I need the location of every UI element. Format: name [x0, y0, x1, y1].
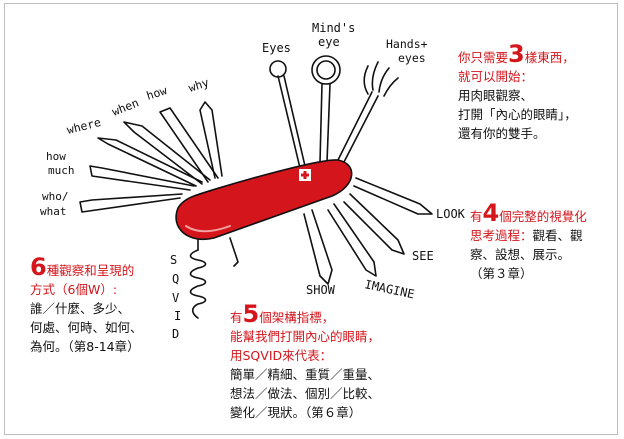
label-minds-eye-2: eye [318, 35, 340, 49]
imagine-blade [327, 203, 377, 277]
label-why: why [187, 75, 211, 95]
how-blade [159, 107, 219, 183]
label-imagine: IMAGINE [363, 277, 415, 301]
label-see: SEE [412, 249, 434, 263]
label-hands-eyes-1: Hands+ [386, 37, 428, 51]
label-sqvid-i: I [174, 309, 181, 323]
note-four-processes: 有4個完整的視覺化 思考過程：觀看、觀 察、設想、展示。 （第３章） [470, 199, 587, 281]
who-what-blade [79, 193, 183, 213]
label-how-much-1: how [46, 150, 66, 163]
why-blade [199, 101, 223, 179]
label-how-much-2: much [48, 164, 75, 177]
label-eyes: Eyes [262, 41, 291, 55]
hands-fork-tool [337, 61, 399, 163]
label-sqvid-v: V [172, 291, 179, 305]
label-who-what-1: who/ [42, 190, 69, 203]
eyes-tool [269, 60, 306, 169]
when-blade [123, 121, 211, 185]
look-blade [353, 177, 433, 215]
show-blade [303, 209, 333, 285]
corkscrew [189, 239, 207, 319]
label-where: where [65, 115, 102, 137]
label-when: when [110, 95, 141, 118]
page-frame [4, 3, 618, 435]
label-sqvid-q: Q [172, 272, 179, 286]
label-show: SHOW [306, 283, 336, 297]
label-look: LOOK [436, 207, 466, 221]
label-how: how [145, 83, 169, 103]
how-much-blade [89, 165, 195, 191]
label-sqvid-d: D [172, 327, 179, 341]
label-sqvid-s: S [170, 253, 177, 267]
minds-eye-tool [311, 55, 341, 163]
label-hands-eyes-2: eyes [398, 51, 426, 65]
label-who-what-2: what [40, 205, 67, 218]
label-minds-eye-1: Mind's [312, 21, 355, 35]
see-blade [343, 193, 405, 255]
note-six-ways: 6種觀察和呈現的 方式（6個W）: 誰／什麼、多少、 何處、何時、如何、 為何。… [30, 253, 143, 354]
knife-handle [175, 159, 353, 241]
note-five-sqvid: 有5個架構指標， 能幫我們打開內心的眼睛， 用SQVID來代表： 簡單／精細、重… [230, 300, 381, 420]
where-blade [97, 137, 203, 187]
note-three-things: 你只需要3樣東西， 就可以開始： 用肉眼觀察、 打開「內心的眼睛」， 還有你的雙… [458, 40, 577, 141]
small-file-tool [229, 237, 239, 267]
